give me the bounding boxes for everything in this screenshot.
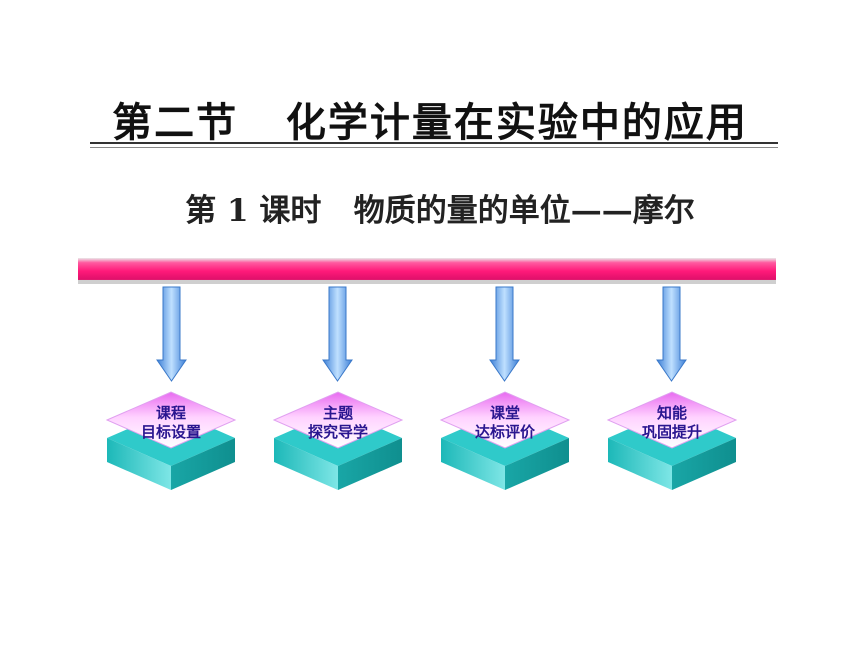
node-label-line1: 课堂 bbox=[489, 404, 520, 422]
node-label-line1: 主题 bbox=[322, 404, 353, 422]
node-block-3 bbox=[439, 391, 571, 490]
node-label-line1: 知能 bbox=[656, 404, 687, 422]
node-block-1 bbox=[105, 391, 237, 490]
node-label-line2: 巩固提升 bbox=[641, 423, 702, 441]
node-label-line2: 达标评价 bbox=[474, 423, 535, 441]
node-label-4[interactable]: 知能 巩固提升 bbox=[612, 404, 732, 442]
node-block-4 bbox=[606, 391, 738, 490]
title-rule-thin bbox=[90, 147, 778, 148]
down-arrow-icon bbox=[489, 286, 520, 382]
down-arrow-icon bbox=[156, 286, 187, 382]
title-rule bbox=[90, 142, 778, 144]
node-label-2[interactable]: 主题 探究导学 bbox=[278, 404, 398, 442]
down-arrow-icon bbox=[656, 286, 687, 382]
node-label-line1: 课程 bbox=[155, 404, 186, 422]
node-label-3[interactable]: 课堂 达标评价 bbox=[445, 404, 565, 442]
node-label-line2: 目标设置 bbox=[140, 423, 201, 441]
slide-title: 第二节 化学计量在实验中的应用 bbox=[112, 100, 748, 146]
node-label-line2: 探究导学 bbox=[307, 423, 368, 441]
slide-subtitle: 第 1 课时 物质的量的单位——摩尔 bbox=[185, 193, 695, 229]
magenta-divider-bar bbox=[78, 258, 776, 284]
node-block-2 bbox=[272, 391, 404, 490]
down-arrow-icon bbox=[322, 286, 353, 382]
node-label-1[interactable]: 课程 目标设置 bbox=[111, 404, 231, 442]
